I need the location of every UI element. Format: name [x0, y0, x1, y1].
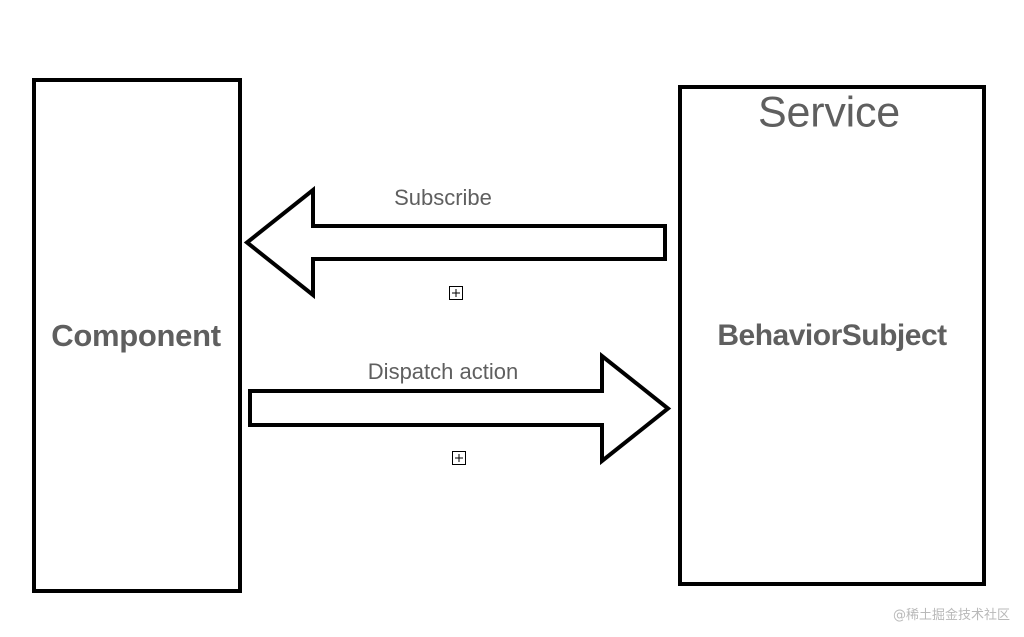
subscribe-arrow-label: Subscribe — [394, 185, 492, 210]
dispatch-arrow-label: Dispatch action — [367, 359, 519, 384]
component-label: Component — [51, 318, 221, 353]
behavior-subject-label: BehaviorSubject — [717, 319, 947, 352]
dispatch-arrow — [248, 351, 672, 466]
squared-plus-icon — [449, 286, 463, 300]
subscribe-arrow — [243, 185, 667, 300]
watermark: @稀土掘金技术社区 — [892, 608, 1010, 623]
service-box — [678, 85, 986, 586]
service-title: Service — [758, 88, 900, 137]
component-box — [32, 78, 242, 593]
squared-plus-icon — [452, 451, 466, 465]
